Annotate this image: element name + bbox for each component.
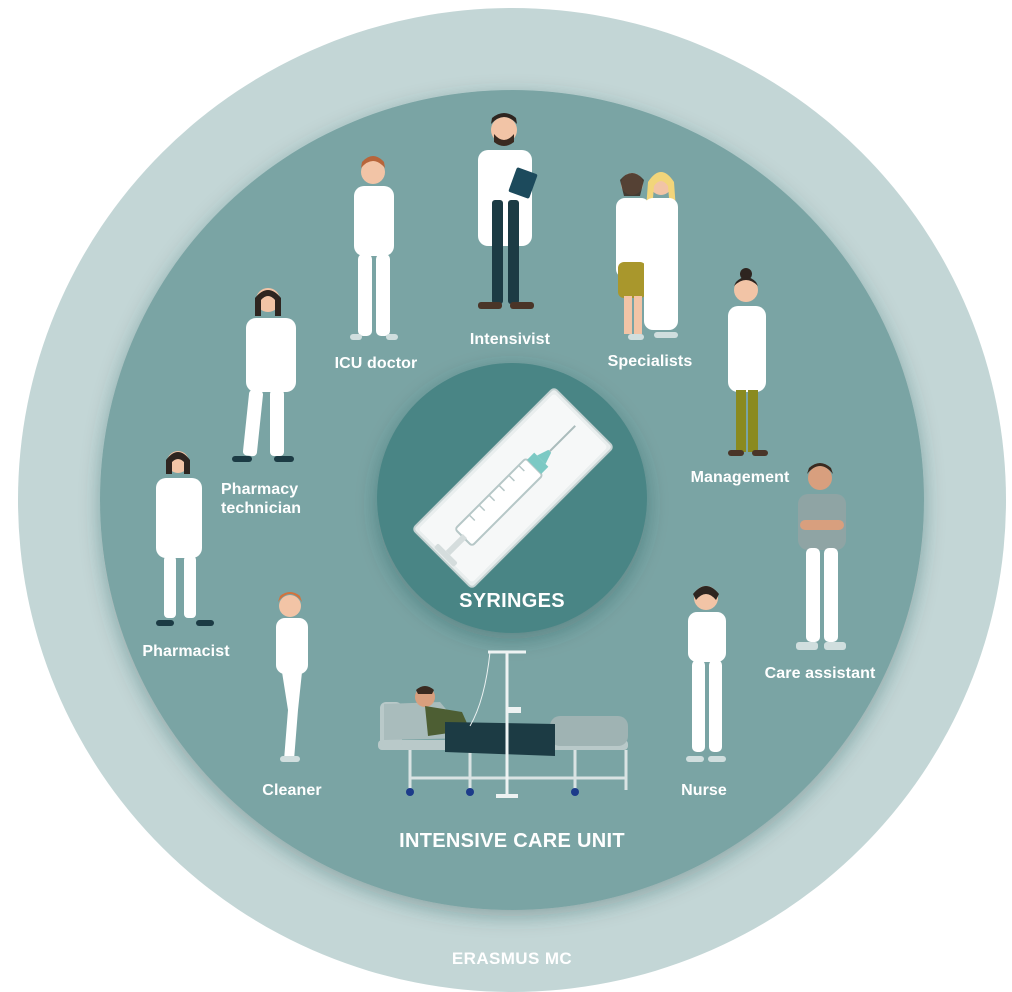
- middle-ring-label-icu: INTENSIVE CARE UNIT: [399, 830, 625, 852]
- specialists-figure-icon: [616, 172, 678, 340]
- intensivist-figure-icon: [478, 113, 538, 309]
- label-care-assistant: Care assistant: [764, 665, 876, 682]
- care-assistant-figure-icon: [796, 463, 846, 650]
- pharmacist-figure-icon: [156, 451, 214, 626]
- syringe-icon: [413, 388, 613, 588]
- management-figure-icon: [728, 268, 768, 456]
- pharmacy-technician-figure-icon: [232, 288, 296, 462]
- label-management: Management: [690, 469, 790, 486]
- iv-stand-icon: [469, 650, 526, 798]
- label-pharmacist: Pharmacist: [142, 643, 230, 660]
- outer-ring-label-erasmus-mc: ERASMUS MC: [451, 949, 573, 968]
- patient-icon: [415, 686, 555, 756]
- label-pharmacy-technician: Pharmacy technician: [221, 481, 302, 517]
- icu-doctor-figure-icon: [350, 156, 398, 340]
- center-label-syringes: SYRINGES: [459, 590, 565, 612]
- label-intensivist: Intensivist: [469, 331, 551, 348]
- label-nurse: Nurse: [681, 782, 727, 799]
- cleaner-figure-icon: [276, 592, 308, 762]
- label-icu-doctor: ICU doctor: [334, 355, 418, 372]
- nurse-figure-icon: [686, 586, 726, 762]
- label-cleaner: Cleaner: [262, 782, 322, 799]
- label-specialists: Specialists: [607, 353, 693, 370]
